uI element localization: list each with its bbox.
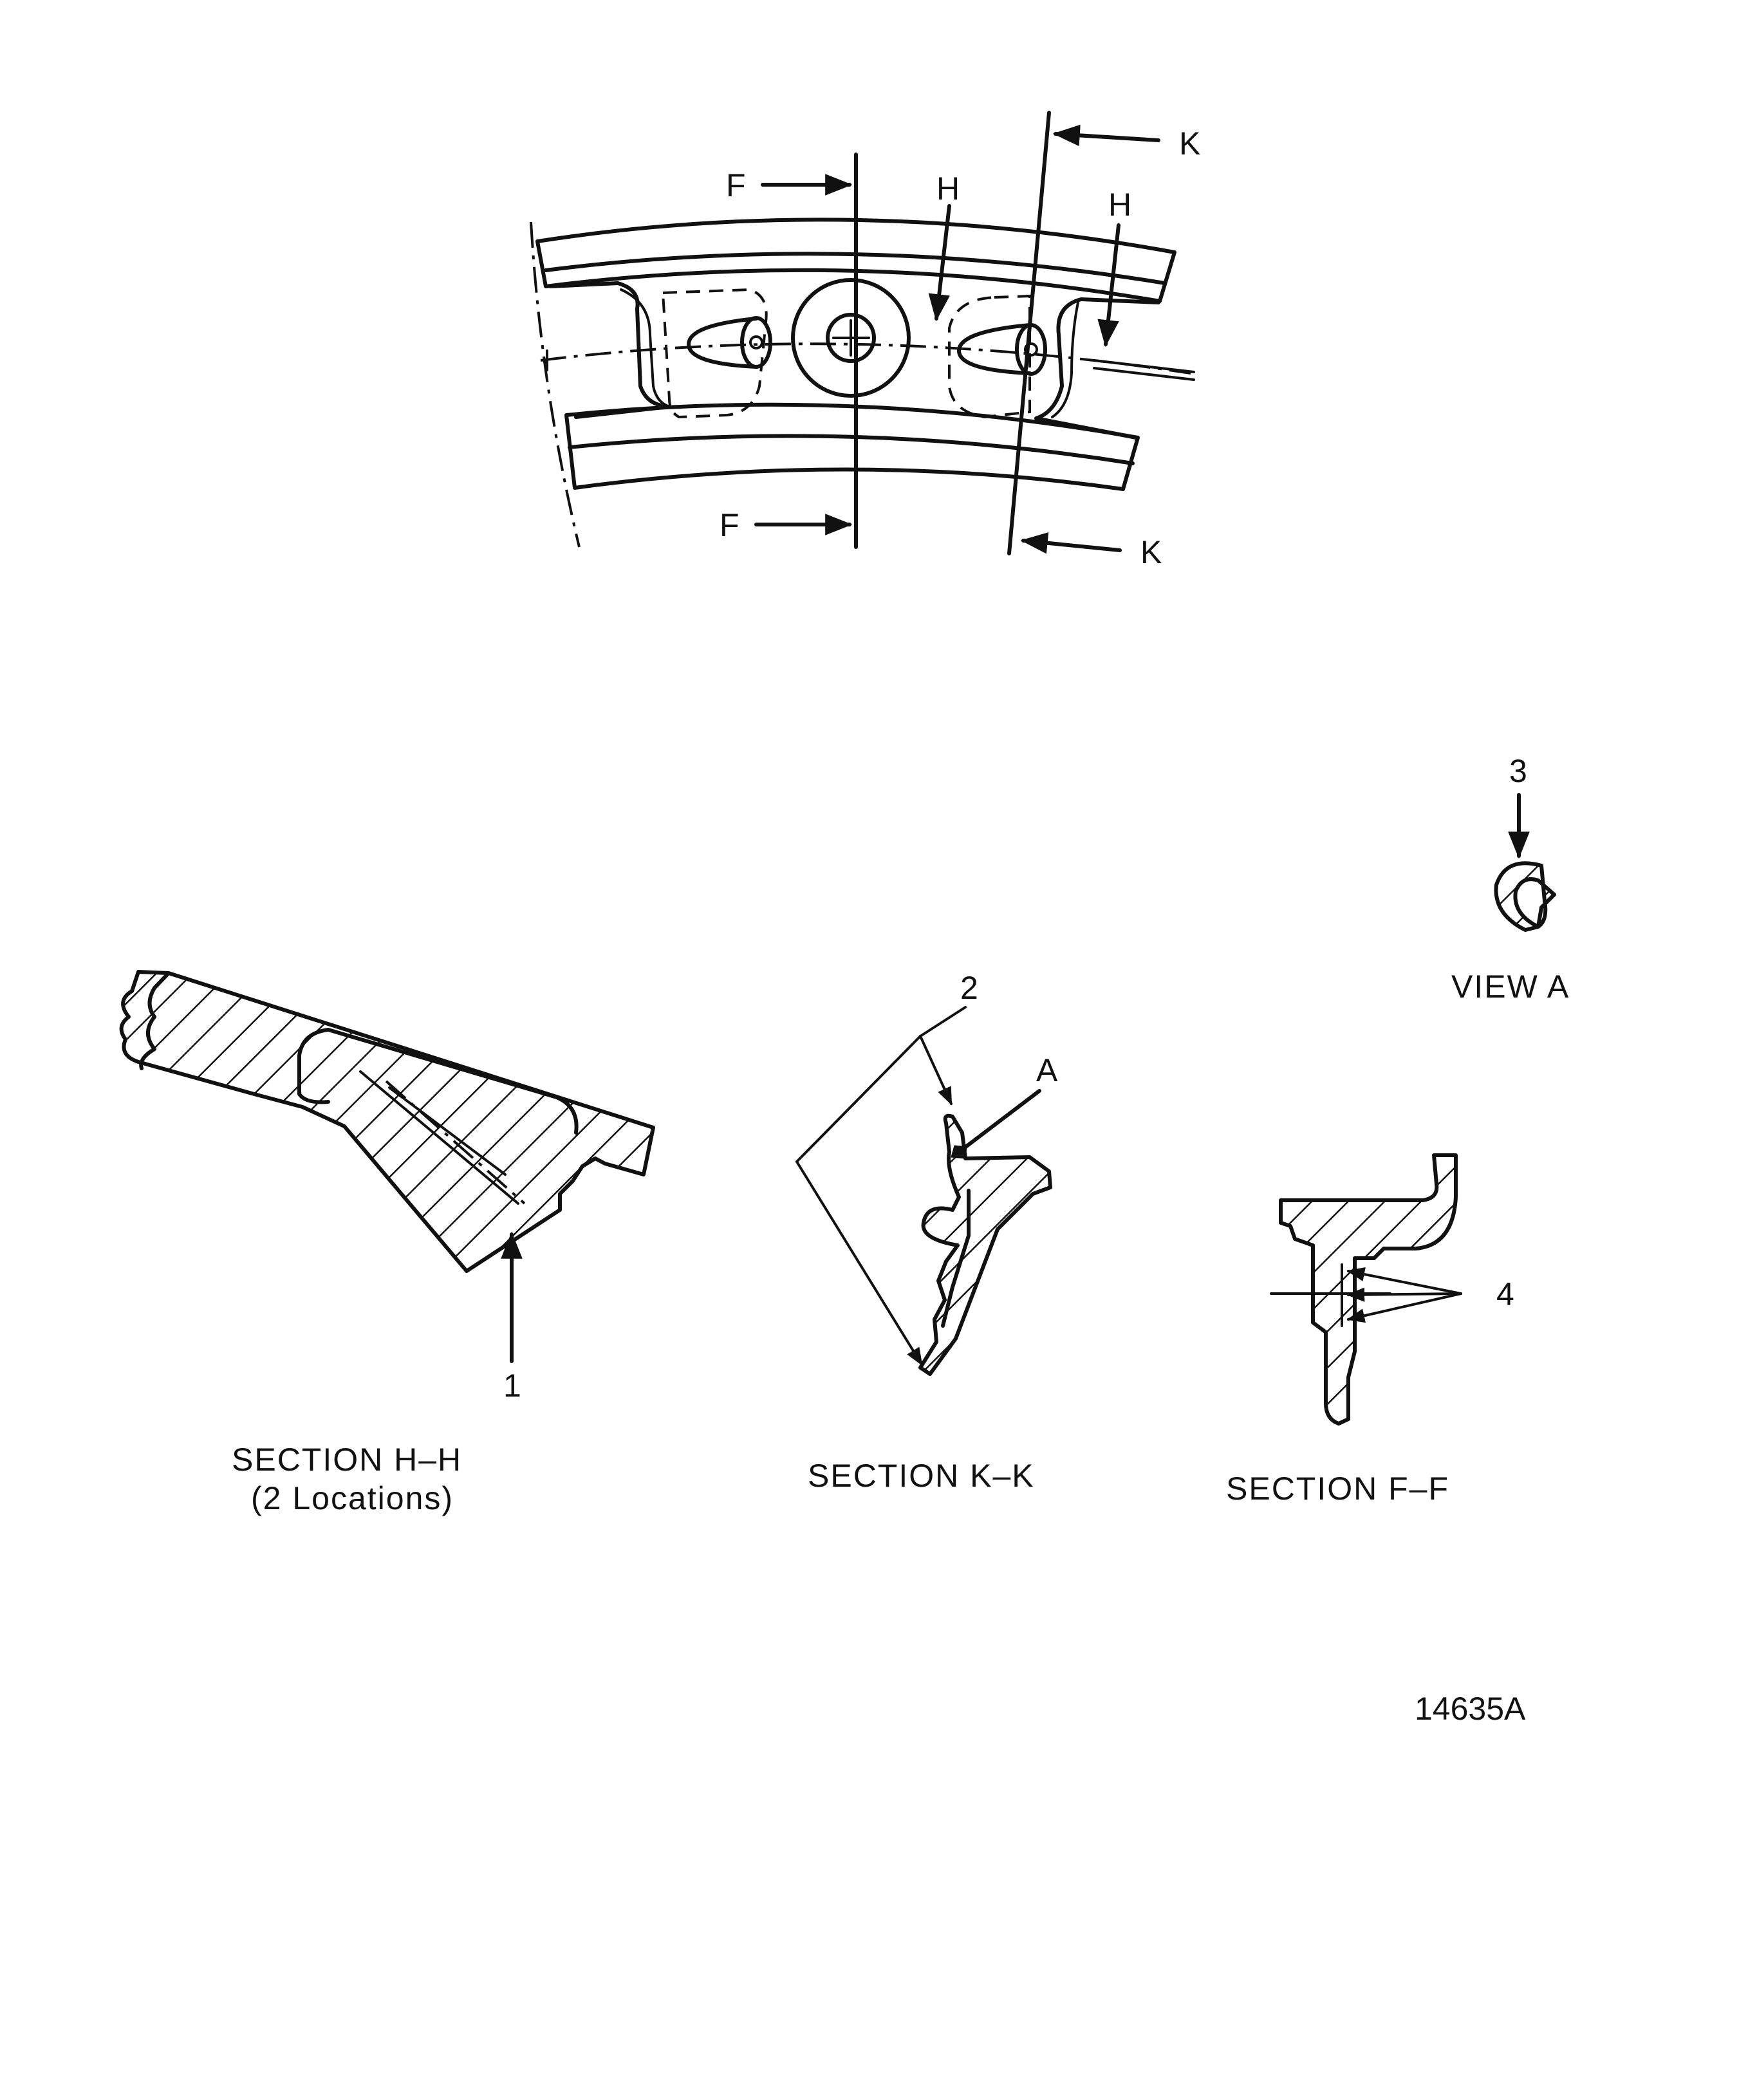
callout-2: 2 [960, 970, 978, 1006]
caption-section-ff: SECTION F–F [1226, 1471, 1449, 1507]
left-bracket-inner [620, 288, 671, 408]
label-k-top: K [1179, 125, 1200, 162]
section-line-k [1007, 111, 1051, 555]
section-ff: 4 SECTION F–F [1226, 1153, 1514, 1507]
center-boss-inner [826, 313, 876, 363]
right-nozzle [957, 323, 1032, 375]
label-f-top: F [726, 167, 746, 203]
right-bracket [1034, 297, 1160, 440]
caption-section-kk: SECTION K–K [808, 1458, 1035, 1494]
label-h-right: H [1108, 187, 1131, 223]
bore [297, 1028, 330, 1104]
callout-1: 1 [503, 1368, 521, 1404]
outer-band-bottom-inner [568, 434, 1135, 465]
hidden-outline-left [661, 288, 768, 419]
callout-4: 4 [1496, 1276, 1514, 1312]
label-f-bottom: F [720, 507, 739, 543]
outer-band-top-inner [544, 252, 1167, 285]
callout-3: 3 [1509, 753, 1527, 789]
section-kk-body [918, 1113, 1052, 1376]
label-h-left: H [936, 171, 960, 207]
plan-view: F F H H K K [530, 111, 1200, 570]
center-boss-outer [791, 278, 911, 398]
section-kk: 2 A SECTION K–K [795, 970, 1058, 1494]
h-arrow-left [928, 204, 951, 322]
section-hh: 1 SECTION H–H (2 Locations) [119, 970, 655, 1516]
outer-band-bottom [564, 402, 1140, 491]
left-bracket [548, 281, 671, 419]
caption-section-hh-note: (2 Locations) [251, 1480, 454, 1516]
view-a: 3 VIEW A [1451, 753, 1570, 1005]
view-a-profile [1494, 861, 1556, 932]
label-k-bottom: K [1140, 534, 1162, 570]
caption-view-a: VIEW A [1451, 969, 1570, 1005]
figure-id: 14635A [1415, 1691, 1526, 1727]
h-arrow-right [1097, 223, 1120, 348]
section-hh-body [119, 970, 655, 1273]
bore-hidden-edge [359, 1070, 519, 1205]
label-view-a-ref: A [1036, 1052, 1058, 1088]
caption-section-hh: SECTION H–H [232, 1442, 462, 1478]
right-bracket-inner [1051, 301, 1079, 418]
left-nozzle [687, 317, 758, 369]
section-ff-body [1279, 1153, 1458, 1426]
